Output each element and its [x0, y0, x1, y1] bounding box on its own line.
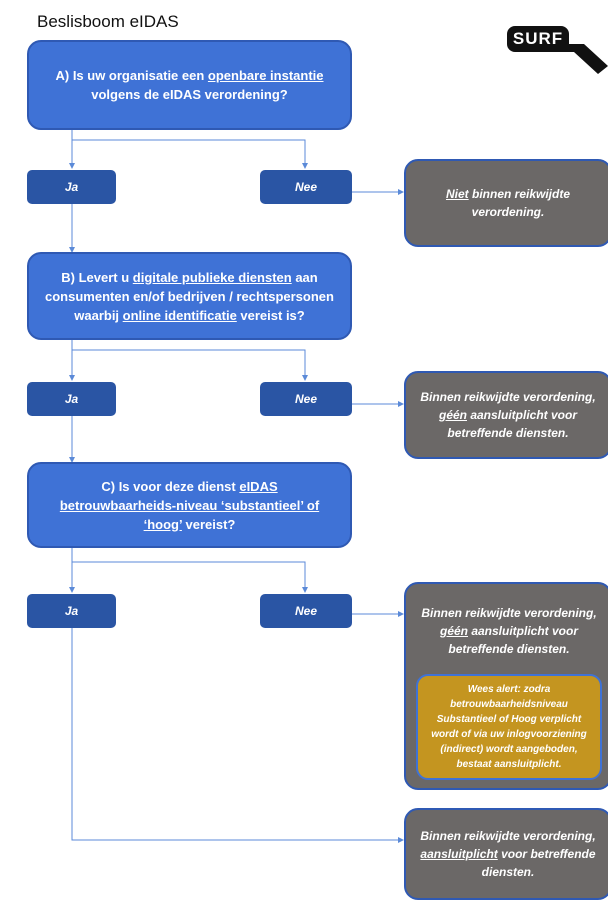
outcome-c-yes-pre: Binnen reikwijdte verordening,: [420, 829, 596, 843]
question-b-link2: online identificatie: [122, 307, 237, 323]
question-a-link: openbare instantie: [207, 68, 324, 83]
question-b-mid: aan consumenten en/of bedrijven / rechts…: [45, 269, 334, 323]
outcome-c-no-em: géén: [439, 624, 468, 638]
question-c-link: eIDAS betrouwbaarheids-niveau ‘substanti…: [59, 478, 320, 532]
answer-b-yes[interactable]: Ja: [27, 382, 116, 416]
question-b-link: digitale publieke diensten: [132, 269, 292, 285]
outcome-b-no: Binnen reikwijdte verordening, géén aans…: [404, 371, 608, 459]
question-b-box: B) Levert u digitale publieke diensten a…: [27, 252, 352, 340]
outcome-a-no: Niet binnen reikwijdte verordening.: [404, 159, 608, 247]
outcome-c-no-pre: Binnen reikwijdte verordening,: [421, 606, 597, 620]
outcome-b-no-pre: Binnen reikwijdte verordening,: [420, 390, 596, 404]
question-a-post: volgens de eIDAS verordening?: [91, 87, 288, 102]
question-c-pre: C) Is voor deze dienst: [101, 478, 240, 494]
outcome-b-no-post: aansluitplicht voor betreffende diensten…: [447, 408, 578, 440]
outcome-c-no-post: aansluitplicht voor betreffende diensten…: [448, 624, 579, 656]
question-c-post: vereist?: [181, 516, 236, 532]
answer-b-no[interactable]: Nee: [260, 382, 352, 416]
outcome-c-yes-em: aansluitplicht: [420, 847, 498, 861]
question-a-pre: A) Is uw organisatie een: [55, 68, 208, 83]
outcome-c-yes: Binnen reikwijdte verordening, aansluitp…: [404, 808, 608, 900]
answer-a-yes[interactable]: Ja: [27, 170, 116, 204]
logo-tail-icon: [560, 44, 608, 74]
answer-c-no[interactable]: Nee: [260, 594, 352, 628]
question-a-box: A) Is uw organisatie een openbare instan…: [27, 40, 352, 130]
question-b-post: vereist is?: [236, 307, 305, 323]
diagram-title: Beslisboom eIDAS: [37, 12, 179, 31]
question-c-box: C) Is voor deze dienst eIDAS betrouwbaar…: [27, 462, 352, 548]
outcome-a-no-text: binnen reikwijdte verordening.: [468, 187, 571, 219]
outcome-c-yes-post: voor betreffende diensten.: [481, 847, 596, 879]
surf-logo: SURF: [507, 26, 569, 52]
answer-a-no[interactable]: Nee: [260, 170, 352, 204]
outcome-a-no-em: Niet: [445, 187, 469, 201]
answer-c-yes[interactable]: Ja: [27, 594, 116, 628]
question-b-pre: B) Levert u: [61, 269, 133, 285]
outcome-b-no-em: géén: [438, 408, 467, 422]
outcome-c-no-text: Binnen reikwijdte verordening, géén aans…: [412, 604, 606, 658]
alert-box: Wees alert: zodra betrouwbaarheidsniveau…: [416, 674, 602, 780]
